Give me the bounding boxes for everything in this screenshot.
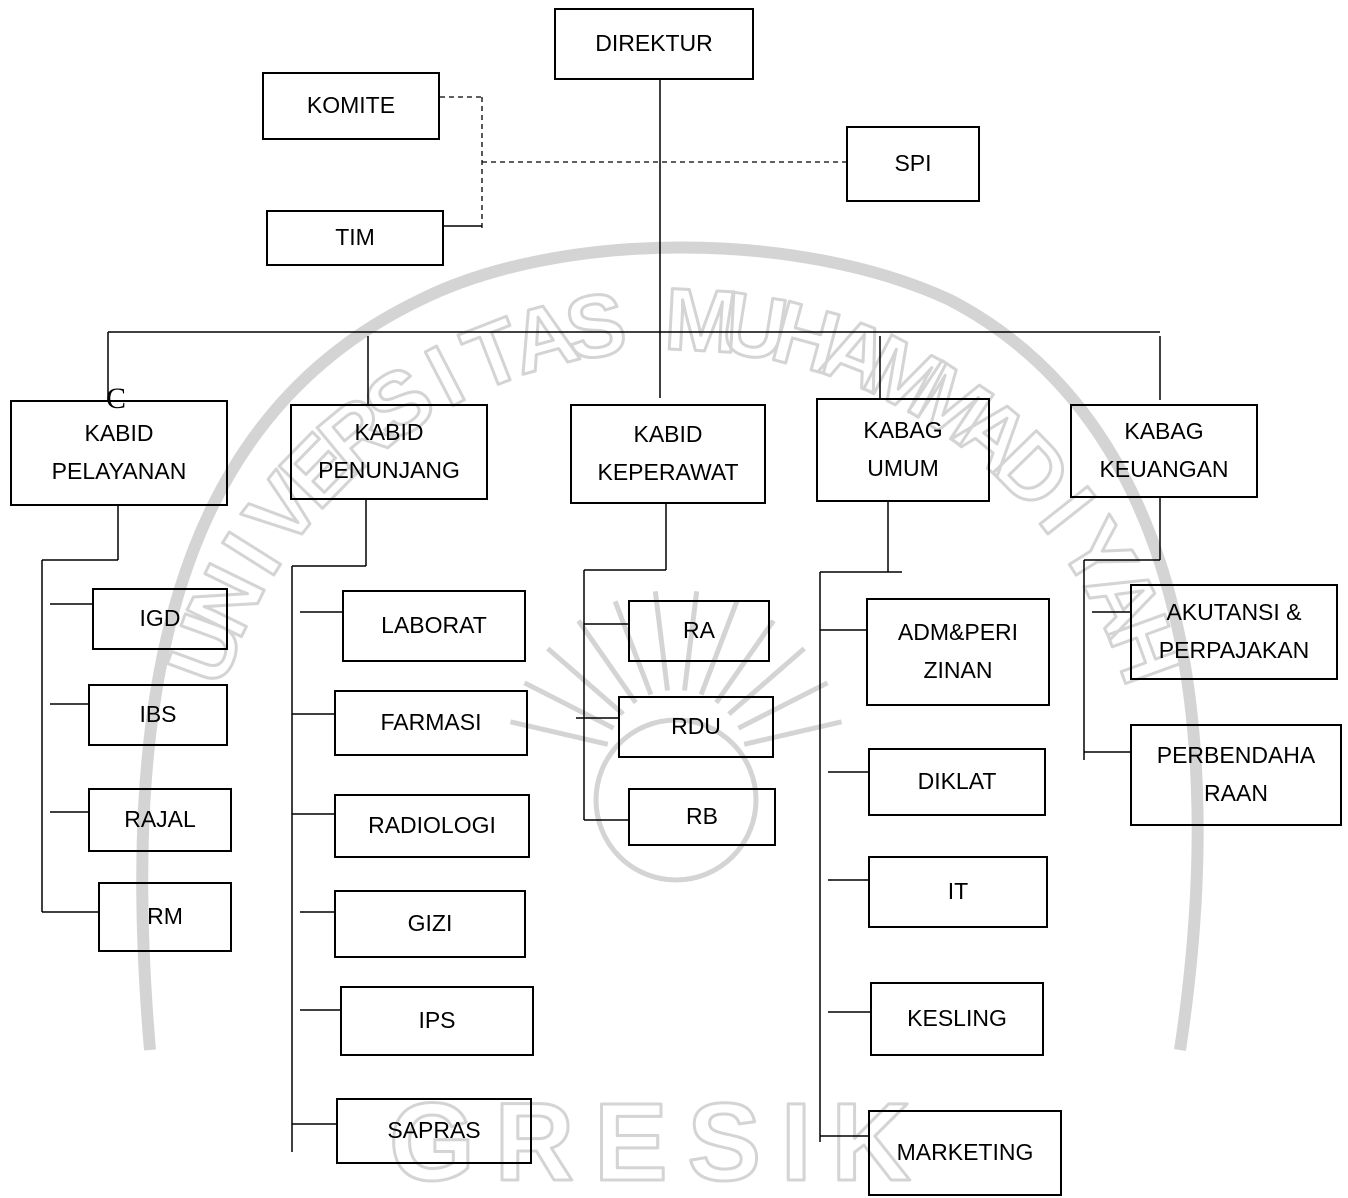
node-diklat[interactable]: DIKLAT [868,748,1046,816]
node-kesling[interactable]: KESLING [870,982,1044,1056]
node-ra-label: RA [683,617,715,644]
node-akutansi[interactable]: AKUTANSI & PERPAJAKAN [1130,584,1338,680]
node-rm-label: RM [147,903,183,930]
node-ips[interactable]: IPS [340,986,534,1056]
node-kabid-keperawat-label: KABID KEPERAWAT [597,421,739,485]
node-rm[interactable]: RM [98,882,232,952]
node-radiologi-label: RADIOLOGI [368,812,496,839]
node-spi[interactable]: SPI [846,126,980,202]
node-it-label: IT [947,878,969,905]
node-kabag-umum-label: KABAG UMUM [863,417,943,481]
node-tim-label: TIM [335,224,375,251]
node-farmasi[interactable]: FARMASI [334,690,528,756]
node-kabag-keuangan-label: KABAG KEUANGAN [1099,418,1229,482]
watermark-sun-ray [576,619,638,705]
node-tim[interactable]: TIM [266,210,444,266]
node-rdu-label: RDU [671,713,721,740]
watermark-arc [136,241,1204,1051]
node-direktur[interactable]: DIREKTUR [554,8,754,80]
watermark-sun-ray [652,590,670,691]
node-sapras[interactable]: SAPRAS [336,1098,532,1164]
node-rb-label: RB [686,803,718,830]
watermark-sun-ray [546,646,625,716]
node-kabid-penunjang-label: KABID PENUNJANG [318,419,460,483]
node-rdu[interactable]: RDU [618,696,774,758]
node-adm-perizinan[interactable]: ADM&PERI ZINAN [866,598,1050,706]
watermark-sun-ray [612,600,654,696]
node-ips-label: IPS [418,1007,456,1034]
node-diklat-label: DIKLAT [917,768,997,795]
watermark-sun-ray [737,680,829,731]
node-ibs[interactable]: IBS [88,684,228,746]
node-kabid-pelayanan-label: KABID PELAYANAN [51,420,187,484]
node-gizi-label: GIZI [407,910,453,937]
node-kabag-umum[interactable]: KABAG UMUM [816,398,990,502]
node-laborat[interactable]: LABORAT [342,590,526,662]
node-marketing[interactable]: MARKETING [868,1110,1062,1196]
node-perbendaharaan[interactable]: PERBENDAHA RAAN [1130,724,1342,826]
node-rb[interactable]: RB [628,788,776,846]
node-spi-label: SPI [894,150,932,177]
node-gizi[interactable]: GIZI [334,890,526,958]
node-ibs-label: IBS [139,701,177,728]
watermark-sun-ray [743,719,843,747]
node-ra[interactable]: RA [628,600,770,662]
node-igd-label: IGD [139,605,181,632]
node-perbendaharaan-label: PERBENDAHA RAAN [1156,742,1316,806]
node-kabid-pelayanan[interactable]: KABID PELAYANAN [10,400,228,506]
node-kabag-keuangan[interactable]: KABAG KEUANGAN [1070,404,1258,498]
node-komite[interactable]: KOMITE [262,72,440,140]
node-rajal-label: RAJAL [124,806,196,833]
node-radiologi[interactable]: RADIOLOGI [334,794,530,858]
node-kabid-keperawat[interactable]: KABID KEPERAWAT [570,404,766,504]
node-direktur-label: DIREKTUR [595,30,713,57]
watermark-sun-core [593,717,759,883]
node-adm-perizinan-label: ADM&PERI ZINAN [897,619,1019,683]
node-it[interactable]: IT [868,856,1048,928]
node-farmasi-label: FARMASI [380,709,482,736]
watermark-sun-ray [523,680,615,731]
node-kesling-label: KESLING [907,1005,1007,1032]
node-sapras-label: SAPRAS [387,1117,481,1144]
watermark-letter: M [662,269,740,372]
node-kabid-penunjang[interactable]: KABID PENUNJANG [290,404,488,500]
watermark-sun-ray [682,590,700,691]
node-igd[interactable]: IGD [92,588,228,650]
watermark-sun-ray [698,600,740,696]
node-laborat-label: LABORAT [381,612,487,639]
node-akutansi-label: AKUTANSI & PERPAJAKAN [1158,599,1310,663]
stray-glyph: C [106,382,127,415]
watermark-sun-ray [727,646,806,716]
node-komite-label: KOMITE [306,92,396,119]
node-rajal[interactable]: RAJAL [88,788,232,852]
node-marketing-label: MARKETING [896,1139,1034,1166]
